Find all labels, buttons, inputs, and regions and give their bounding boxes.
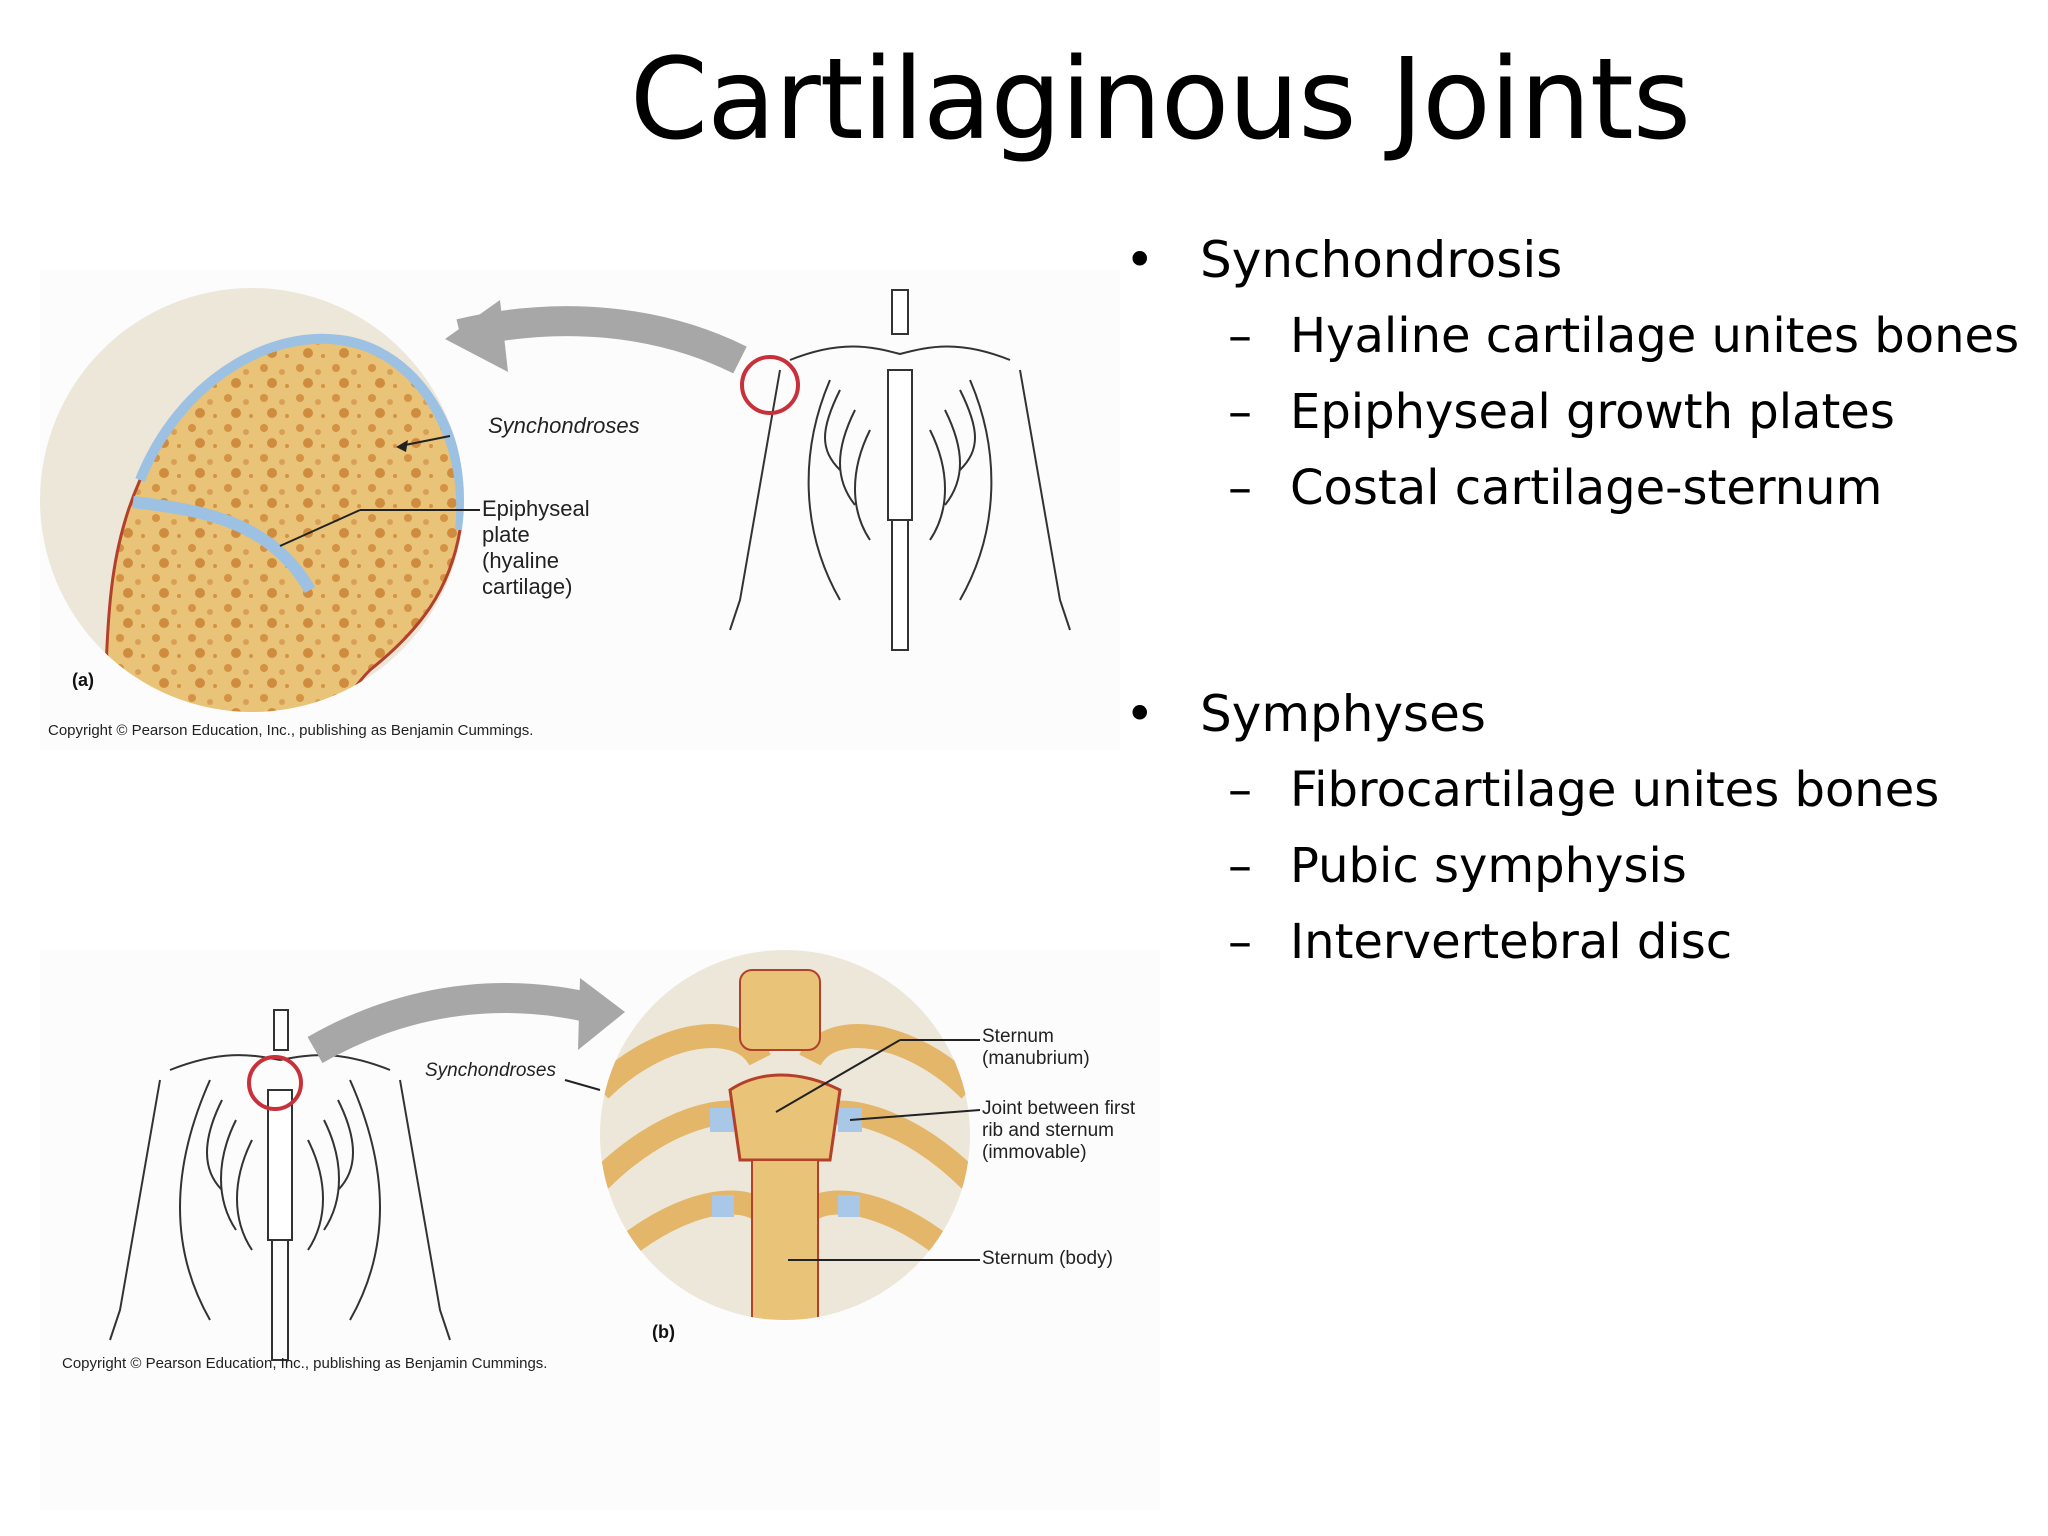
copyright-a: Copyright © Pearson Education, Inc., pub…: [48, 722, 534, 739]
bullet-heading: Synchondrosis: [1200, 231, 1563, 289]
label-joint-3: (immovable): [982, 1142, 1087, 1163]
label-manubrium-2: (manubrium): [982, 1048, 1090, 1069]
sub-bullet-text: Hyaline cartilage unites bones: [1290, 308, 2020, 364]
label-joint-1: Joint between first: [982, 1098, 1136, 1119]
sub-bullet-text: Intervertebral disc: [1290, 914, 1733, 970]
sub-bullet-text: Epiphyseal growth plates: [1290, 384, 1895, 440]
slide-title: Cartilaginous Joints: [629, 35, 1691, 165]
bullet-list: • Synchondrosis –Hyaline cartilage unite…: [1120, 222, 2020, 980]
grey-arrow-head: [445, 300, 508, 372]
skeleton-torso-b: [109, 1009, 451, 1361]
sub-bullet-text: Pubic symphysis: [1290, 838, 1687, 894]
arrow-head: [396, 440, 408, 452]
label-synchondroses-b: Synchondroses: [425, 1060, 556, 1081]
dash: –: [1228, 308, 1252, 364]
bullet-synchondrosis: • Synchondrosis: [1120, 222, 2020, 298]
label-sternum-body: Sternum (body): [982, 1248, 1113, 1269]
bullet-symphyses: • Symphyses: [1120, 676, 2020, 752]
dash: –: [1228, 460, 1252, 516]
label-epiphyseal-3: (hyaline: [482, 548, 560, 573]
label-epiphyseal-2: plate: [482, 522, 530, 547]
panel-label-a: (a): [72, 670, 94, 690]
sub-bullet: –Hyaline cartilage unites bones: [1120, 298, 2020, 374]
dash: –: [1228, 762, 1252, 818]
bullet-dot: •: [1125, 231, 1155, 289]
dash: –: [1228, 914, 1252, 970]
label-synchondroses-a: Synchondroses: [488, 413, 640, 438]
leader-line: [775, 1039, 901, 1113]
bullet-dot: •: [1125, 685, 1155, 743]
dash: –: [1228, 838, 1252, 894]
arrow-pointer: [399, 435, 451, 447]
arrow-pointer: [564, 1079, 601, 1091]
sub-bullet: –Pubic symphysis: [1120, 828, 2020, 904]
highlight-circle: [740, 355, 800, 415]
figure-a-illustration: [40, 288, 1071, 712]
dash: –: [1228, 384, 1252, 440]
highlight-circle: [247, 1055, 303, 1111]
panel-label-b: (b): [652, 1322, 675, 1342]
bullet-heading: Symphyses: [1200, 685, 1486, 743]
leader-line: [279, 509, 361, 547]
leader-line: [849, 1109, 981, 1121]
sub-bullet: –Costal cartilage-sternum: [1120, 450, 2020, 526]
sub-bullet: –Intervertebral disc: [1120, 904, 2020, 980]
figure-b: Synchondroses Sternum (manubrium) Joint …: [40, 950, 1160, 1510]
figure-a: Synchondroses Epiphyseal plate (hyaline …: [40, 270, 1120, 750]
figure-b-illustration: [109, 950, 981, 1361]
sub-bullet-text: Costal cartilage-sternum: [1290, 460, 1883, 516]
label-epiphyseal-1: Epiphyseal: [482, 496, 590, 521]
grey-arrow: [307, 983, 604, 1064]
skeleton-torso-a: [729, 289, 1071, 651]
label-epiphyseal-4: cartilage): [482, 574, 573, 599]
sub-bullet: –Epiphyseal growth plates: [1120, 374, 2020, 450]
label-manubrium-1: Sternum: [982, 1026, 1054, 1047]
copyright-b: Copyright © Pearson Education, Inc., pub…: [62, 1355, 548, 1372]
label-joint-2: rib and sternum: [982, 1120, 1115, 1141]
grey-arrow-head: [578, 978, 625, 1050]
sub-bullet-text: Fibrocartilage unites bones: [1290, 762, 1940, 818]
sub-bullet: –Fibrocartilage unites bones: [1120, 752, 2020, 828]
